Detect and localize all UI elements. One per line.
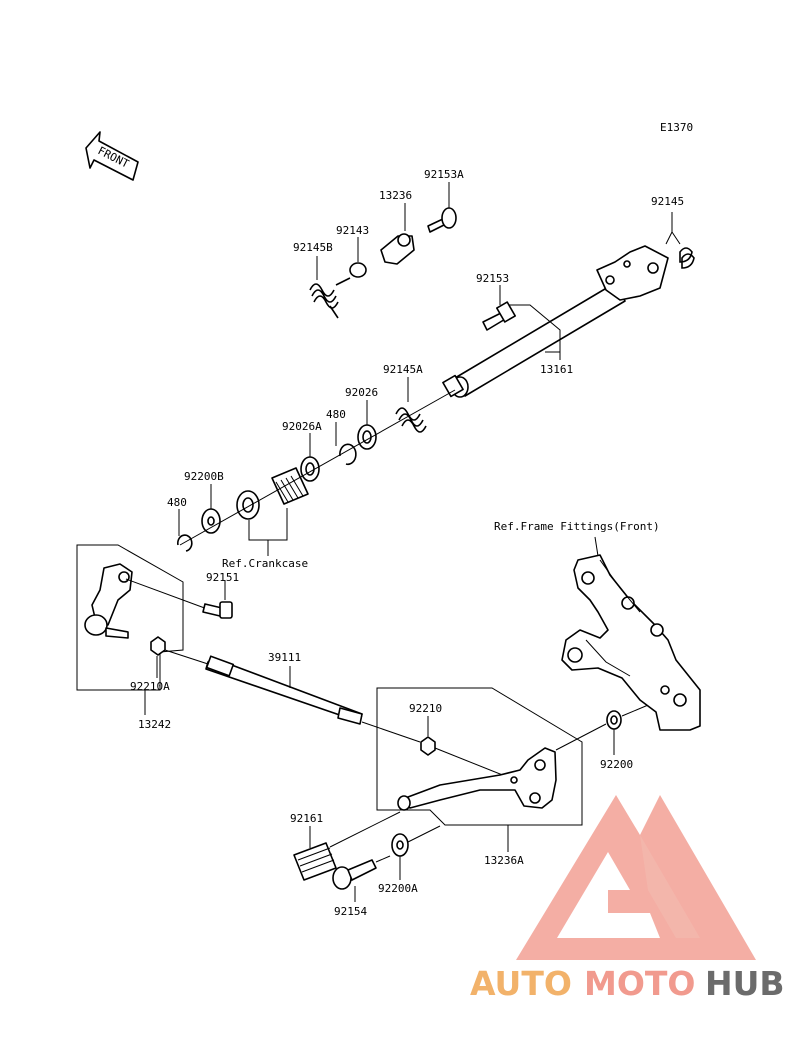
part-92143-collar xyxy=(349,237,367,278)
label-92145A: 92145A xyxy=(383,363,423,376)
label-13236A: 13236A xyxy=(484,854,524,867)
label-92145B: 92145B xyxy=(293,241,333,254)
part-480-circlip-upper xyxy=(335,422,357,466)
label-92200A: 92200A xyxy=(378,882,418,895)
part-frame-bracket xyxy=(561,536,701,731)
label-480-lower: 480 xyxy=(167,496,187,509)
part-92145-spring xyxy=(665,212,695,269)
label-92153A: 92153A xyxy=(424,168,464,181)
watermark-text: AUTO MOTO HUB xyxy=(470,964,785,1003)
part-13242-shift-lever xyxy=(84,563,133,639)
watermark-auto: AUTO xyxy=(470,964,572,1003)
ref-crankcase: Ref.Crankcase xyxy=(222,557,308,570)
part-92210A-nut xyxy=(150,636,166,678)
part-92026-washer xyxy=(357,400,377,450)
watermark-hub: HUB xyxy=(705,964,785,1003)
part-13236-arm xyxy=(380,203,415,265)
label-92200B: 92200B xyxy=(184,470,224,483)
part-92153-bolt xyxy=(482,285,516,331)
part-480-circlip-lower xyxy=(177,509,193,552)
label-480-upper: 480 xyxy=(326,408,346,421)
part-92151-bolt xyxy=(202,580,233,619)
label-92200: 92200 xyxy=(600,758,633,771)
label-92210: 92210 xyxy=(409,702,442,715)
label-13242: 13242 xyxy=(138,718,171,731)
group-13236A-outline xyxy=(376,687,583,826)
label-92151: 92151 xyxy=(206,571,239,584)
label-92143: 92143 xyxy=(336,224,369,237)
part-92154-bolt xyxy=(332,859,377,902)
part-92210-nut xyxy=(420,716,436,756)
label-39111: 39111 xyxy=(268,651,301,664)
label-92161: 92161 xyxy=(290,812,323,825)
label-92210A: 92210A xyxy=(130,680,170,693)
label-92153: 92153 xyxy=(476,272,509,285)
part-92200A-washer xyxy=(391,833,409,880)
watermark-moto: MOTO xyxy=(584,964,695,1003)
front-arrow-icon: FRONT xyxy=(85,131,139,181)
group-13242-outline xyxy=(76,544,184,691)
part-92145B-spring xyxy=(309,256,351,319)
label-13161: 13161 xyxy=(540,363,573,376)
part-92200B-washer xyxy=(201,484,221,534)
part-39111-tie-rod xyxy=(205,655,363,725)
part-92026A-washer xyxy=(300,433,320,482)
part-92153A-bolt xyxy=(427,182,457,233)
label-92026: 92026 xyxy=(345,386,378,399)
part-oil-seal xyxy=(236,490,260,520)
ref-frame-fittings: Ref.Frame Fittings(Front) xyxy=(494,520,660,533)
label-92154: 92154 xyxy=(334,905,367,918)
part-13161-shift-shaft xyxy=(442,245,669,398)
part-92200-washer xyxy=(606,710,622,755)
part-92145A-spring xyxy=(395,377,427,433)
part-13236A-shift-pedal xyxy=(397,747,557,811)
watermark-logo xyxy=(516,795,756,960)
label-13236: 13236 xyxy=(379,189,412,202)
label-92026A: 92026A xyxy=(282,420,322,433)
part-needle-bearing xyxy=(271,467,309,505)
part-92161-pedal-rubber xyxy=(293,826,337,881)
diagram-code: E1370 xyxy=(660,121,693,134)
label-92145: 92145 xyxy=(651,195,684,208)
